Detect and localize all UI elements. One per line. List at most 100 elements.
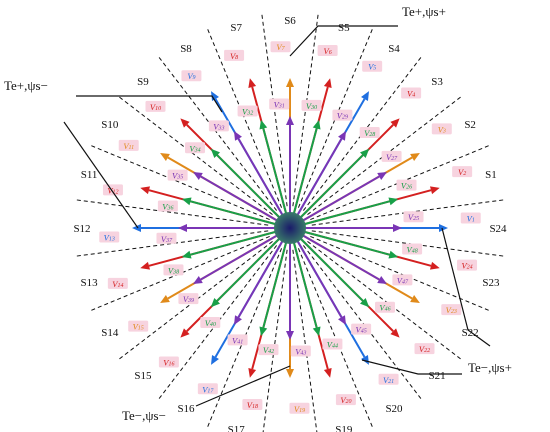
svg-text:V18: V18 [247,400,258,410]
vector-label-outer-14: V14 [107,277,128,289]
vector-label-inner-46: V46 [374,301,395,313]
region-label-top-right: Te+,ψs+ [402,4,446,19]
vector-label-inner-39: V39 [178,293,199,305]
vector-label-outer-8: V8 [224,49,245,61]
vector-label-outer-13: V13 [99,231,120,243]
vector-label-outer-4: V4 [401,87,422,99]
svg-text:V41: V41 [232,335,243,345]
vector-inner-42 [259,227,291,337]
vector-label-inner-32: V32 [237,105,258,117]
vector-label-inner-48: V48 [402,243,423,255]
sector-divider [91,145,270,221]
boundary-bottom-right [361,359,462,375]
region-boundaries [63,25,491,407]
svg-text:V20: V20 [340,395,351,405]
vector-inner-27 [289,172,387,229]
vector-label-inner-26: V26 [396,179,417,191]
vector-inner-38 [181,227,291,259]
vector-label-inner-28: V28 [359,127,380,139]
sector-label-4: S4 [388,43,400,55]
sector-label-23: S23 [482,277,500,289]
sector-label-24: S24 [489,223,507,235]
svg-text:V42: V42 [263,345,274,355]
vector-inner-48 [289,227,399,259]
svg-text:V16: V16 [163,358,174,368]
sector-divider [302,245,422,399]
vector-inner-29 [289,131,346,229]
vector-label-inner-36: V36 [157,200,178,212]
sector-label-9: S9 [137,76,149,88]
vector-inner-28 [289,148,370,229]
vector-label-inner-45: V45 [351,323,372,335]
vector-label-outer-6: V6 [317,44,338,56]
svg-text:V19: V19 [294,404,305,414]
svg-text:V39: V39 [183,294,194,304]
vector-inner-43 [286,228,294,340]
vector-inner-26 [289,197,399,229]
svg-text:V22: V22 [419,344,430,354]
svg-text:V45: V45 [356,325,367,335]
vector-inner-37 [178,224,290,232]
svg-text:V40: V40 [205,318,216,328]
svg-text:V46: V46 [379,303,390,313]
svg-text:V31: V31 [274,99,285,109]
sector-divider [262,249,288,432]
vector-label-outer-9: V9 [181,70,202,82]
vector-label-inner-35: V35 [167,169,188,181]
vector-inner-31 [286,116,294,228]
sector-divider [297,248,373,427]
vector-label-inner-31: V31 [269,98,290,110]
sector-label-12: S12 [73,223,90,235]
boundary-top-left [76,95,223,113]
vector-label-outer-17: V17 [197,383,218,395]
vector-inner-44 [289,227,321,337]
boundary-left [63,121,139,229]
vector-inner-39 [193,227,291,284]
svg-text:V36: V36 [162,201,173,211]
sector-label-13: S13 [81,277,99,289]
vector-label-inner-37: V37 [156,232,177,244]
vector-label-inner-44: V44 [322,338,343,350]
region-label-bottom-left: Te−,ψs− [122,408,166,423]
vector-label-outer-15: V15 [128,320,149,332]
vector-inner-45 [289,227,346,325]
vector-label-inner-30: V30 [301,99,322,111]
boundary-bottom-left [195,365,291,407]
vector-label-inner-34: V34 [185,142,206,154]
vector-inner-33 [234,131,291,229]
boundary-top-right [289,25,398,57]
vector-inner-34 [210,148,291,229]
boundary-right [441,227,491,347]
svg-text:V43: V43 [295,347,306,357]
vector-label-inner-29: V29 [332,109,353,121]
sector-label-11: S11 [81,169,98,181]
svg-text:V3: V3 [438,124,446,134]
svg-text:V44: V44 [327,340,338,350]
svg-text:V24: V24 [461,261,472,271]
vector-arrows [132,78,448,378]
svg-text:V14: V14 [112,279,123,289]
sector-label-6: S6 [284,15,296,27]
vector-label-outer-5: V5 [362,60,383,72]
sector-label-19: S19 [335,424,353,432]
svg-text:V10: V10 [150,102,161,112]
sector-label-14: S14 [101,327,119,339]
vector-inner-46 [289,227,370,308]
vector-label-inner-40: V40 [200,316,221,328]
svg-text:V15: V15 [133,322,144,332]
vector-label-inner-25: V25 [403,211,424,223]
sector-label-22: S22 [462,327,479,339]
sector-label-5: S5 [338,22,350,34]
svg-text:V38: V38 [168,265,179,275]
vector-inner-25 [290,224,402,232]
svg-text:V17: V17 [202,384,214,394]
vector-label-outer-3: V3 [431,123,452,135]
svg-text:V30: V30 [306,101,317,111]
svg-text:V2: V2 [458,167,466,177]
sector-labels: S1S2S3S4S5S6S7S8S9S10S11S12S13S14S15S16S… [73,15,507,432]
svg-text:V37: V37 [161,234,173,244]
sector-label-15: S15 [134,370,152,382]
sector-divider [310,235,489,311]
svg-text:V35: V35 [172,171,183,181]
sector-label-21: S21 [429,370,446,382]
